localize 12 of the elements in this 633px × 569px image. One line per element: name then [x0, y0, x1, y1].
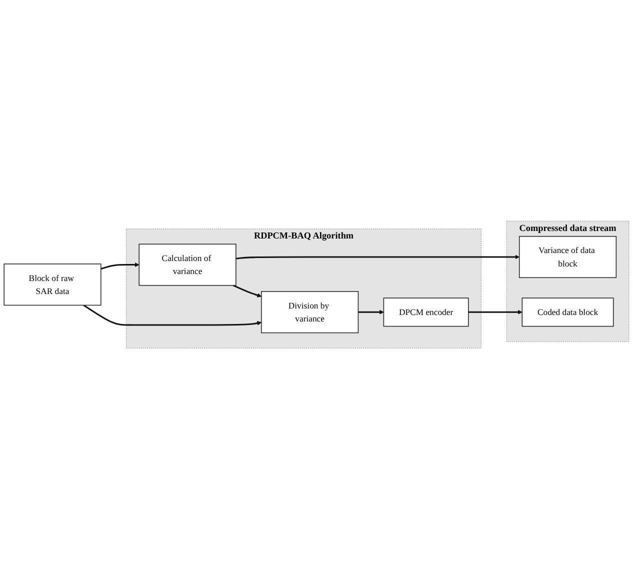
node-box: Division by variance [261, 291, 359, 334]
arrow [232, 284, 262, 298]
node-box: DPCM encoder [383, 298, 469, 327]
arrow [83, 304, 262, 326]
arrow [100, 262, 140, 270]
node-box: Calculation of variance [138, 244, 236, 286]
arrow [468, 310, 522, 314]
node-box: Coded data block [522, 298, 614, 327]
arrow [236, 254, 520, 260]
node-box: Block of raw SAR data [4, 263, 102, 306]
arrow [358, 310, 384, 314]
node-box: Variance of data block [518, 236, 617, 278]
